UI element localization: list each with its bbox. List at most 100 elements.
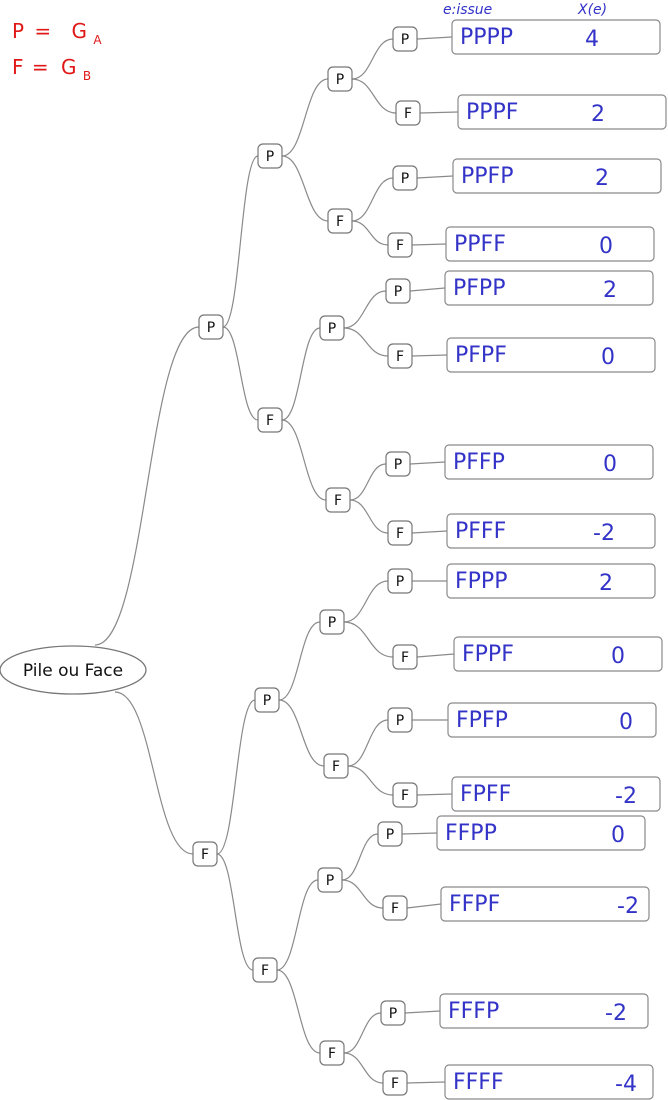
tree-branch: [343, 621, 394, 658]
outcome-box: [444, 270, 654, 306]
tree-node-label: F: [336, 214, 344, 230]
outcome-issue: PFPF: [455, 343, 507, 368]
tree-node-label: P: [396, 574, 404, 590]
outcome-row: PPFF 0: [445, 226, 655, 262]
tree-node-label: P: [328, 321, 336, 337]
leaf-connector: [401, 832, 438, 835]
tree-node-label: P: [394, 284, 402, 300]
tree-node-f: F: [252, 957, 278, 983]
outcome-value: 0: [599, 234, 613, 259]
tree-node-label: P: [207, 320, 215, 336]
svg-text:P = G A: P = G A: [12, 19, 102, 47]
tree-branch: [343, 290, 387, 329]
outcome-value: 0: [611, 644, 625, 669]
outcome-box: [445, 226, 655, 262]
outcome-box: [436, 815, 646, 851]
tree-node-label: P: [396, 713, 404, 729]
tree-branch: [276, 879, 319, 971]
outcome-box: [440, 886, 650, 922]
leaf-connector: [411, 530, 448, 534]
outcome-value: -2: [615, 784, 637, 809]
outcome-box: [452, 158, 662, 194]
outcome-issue: PPFF: [454, 232, 506, 257]
tree-branch: [281, 327, 321, 421]
tree-node-p: P: [387, 707, 413, 733]
outcome-issue: FFPP: [445, 821, 497, 846]
outcome-value: 2: [591, 102, 605, 127]
legend-p: P: [12, 19, 24, 43]
outcome-box: [451, 19, 661, 55]
outcome-issue: FFFF: [453, 1070, 504, 1095]
tree-branch: [347, 719, 389, 767]
tree-branch: [276, 969, 321, 1054]
tree-node-label: P: [328, 615, 336, 631]
outcome-box: [446, 513, 656, 549]
legend-ga-sub: A: [93, 33, 102, 47]
tree-node-f: F: [392, 644, 418, 670]
tree-edges: [94, 36, 459, 1084]
tree-branch: [343, 1052, 384, 1084]
tree-node-f: F: [392, 782, 418, 808]
tree-node-label: F: [334, 493, 342, 509]
tree-branch: [281, 419, 327, 501]
outcome-box: [451, 776, 661, 812]
legend-gb-sub: B: [83, 69, 91, 83]
outcome-value: 2: [595, 166, 609, 191]
tree-node-f: F: [395, 100, 421, 126]
outcome-value: -4: [615, 1072, 637, 1097]
tree-node-f: F: [319, 1040, 345, 1066]
outcome-value: -2: [593, 521, 615, 546]
outcome-issue: PFPP: [453, 276, 505, 301]
outcome-box: [446, 337, 656, 373]
tree-branch: [278, 699, 325, 767]
tree-node-p: P: [385, 451, 411, 477]
tree-node-p: P: [380, 1000, 406, 1026]
legend: P = G A F = G B: [12, 19, 102, 83]
tree-branch: [349, 499, 389, 534]
leaf-connector: [406, 1081, 446, 1084]
tree-node-p: P: [317, 867, 343, 893]
outcome-issue: PFFF: [455, 519, 506, 544]
tree-node-label: F: [396, 526, 404, 542]
tree-node-label: P: [401, 32, 409, 48]
tree-node-label: P: [336, 72, 344, 88]
tree-branch: [351, 177, 394, 222]
tree-node-label: F: [201, 847, 209, 863]
legend-f: F: [12, 55, 24, 79]
tree-node-label: F: [396, 349, 404, 365]
leaf-connector: [416, 793, 453, 796]
tree-node-f: F: [382, 895, 408, 921]
outcome-row: FPFF-2: [451, 776, 661, 812]
tree-branch: [347, 765, 394, 796]
leaf-connector: [404, 1010, 441, 1014]
outcome-box: [447, 702, 657, 738]
tree-branch: [343, 580, 389, 623]
outcome-row: PFFF -2: [446, 513, 656, 549]
outcome-issue: PFFP: [453, 450, 505, 475]
tree-node-p: P: [385, 278, 411, 304]
tree-branch: [222, 326, 259, 421]
tree-node-f: F: [387, 232, 413, 258]
tree-node-f: F: [325, 487, 351, 513]
header-issue: e:issue: [443, 2, 492, 18]
tree-branch: [343, 327, 389, 357]
leaf-connector: [409, 461, 446, 465]
outcome-row: FFPF-2: [440, 886, 650, 922]
outcome-issue: PPPF: [466, 100, 518, 125]
outcome-value: 2: [599, 571, 613, 596]
tree-node-label: F: [404, 106, 412, 122]
outcome-value: 4: [585, 27, 599, 52]
tree-node-label: P: [386, 827, 394, 843]
tree-node-label: F: [332, 759, 340, 775]
outcome-value: 0: [601, 345, 615, 370]
tree-branch: [94, 326, 200, 646]
outcome-row: PFPF 0: [446, 337, 656, 373]
tree-node-label: P: [401, 171, 409, 187]
legend-gb: G: [61, 55, 77, 79]
